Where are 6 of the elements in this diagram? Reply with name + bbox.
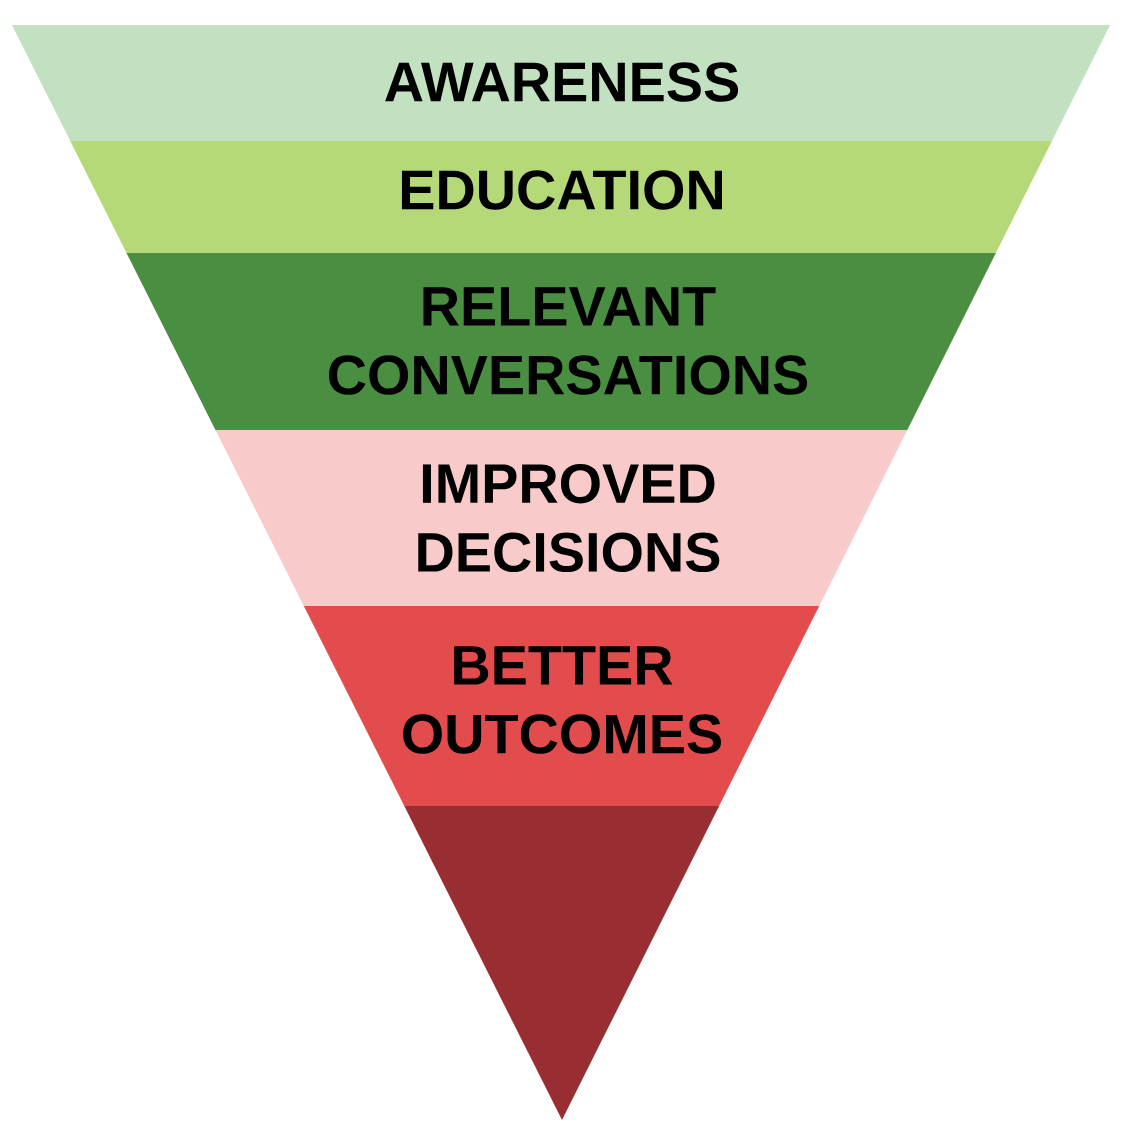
funnel-tip <box>404 806 720 1120</box>
funnel-band: EDUCATION <box>70 141 1052 253</box>
funnel-band: IMPROVED DECISIONS <box>215 430 908 606</box>
funnel-band: BETTER OUTCOMES <box>303 606 820 806</box>
funnel-band: RELEVANT CONVERSATIONS <box>126 253 996 430</box>
funnel-band: AWARENESS <box>12 25 1110 141</box>
